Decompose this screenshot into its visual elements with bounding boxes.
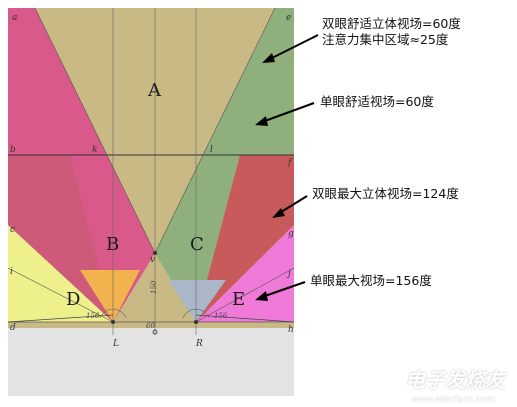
point-label-f: f <box>287 158 293 168</box>
region-d-yellow <box>8 225 113 322</box>
watermark-text: 电子发烧友 <box>405 368 505 392</box>
annotation-binocular-comfort-line1: 双眼舒适立体视场=60度 <box>322 16 461 31</box>
region-label-d: D <box>66 289 80 310</box>
bottom-gray-strip <box>8 328 294 396</box>
eye-point-left <box>111 320 115 324</box>
annotation-monocular-max: 单眼最大视场=156度 <box>310 273 432 288</box>
mid-label-60: 60 <box>146 322 155 330</box>
annotation-binocular-comfort-line2: 注意力集中区域≈25度 <box>322 31 449 47</box>
diagonal-j-r <box>195 267 295 323</box>
angle-label-left: 156 <box>86 312 100 320</box>
region-green-right <box>155 8 294 322</box>
watermark-url: www.elecfans.com <box>411 395 495 405</box>
eye-point-right <box>194 320 198 324</box>
arrow-monocular-max <box>261 281 306 298</box>
region-label-e: E <box>232 289 245 310</box>
center-point <box>152 329 158 335</box>
point-label-l: l <box>210 145 213 155</box>
arrows <box>255 34 319 301</box>
convergence-point <box>153 251 157 255</box>
arrowhead-binocular-comfort <box>262 53 275 63</box>
point-label-r-eye: R <box>195 339 203 349</box>
region-label-a: A <box>147 80 162 101</box>
point-label-b: b <box>10 145 16 155</box>
point-label-c: c <box>10 225 15 235</box>
arrow-binocular-comfort <box>267 34 319 61</box>
arrowhead-monocular-comfort <box>255 116 268 126</box>
point-label-i: i <box>10 267 13 277</box>
region-label-c: C <box>190 234 204 255</box>
point-label-a: a <box>12 13 17 23</box>
point-label-e: e <box>286 13 291 23</box>
region-e-magenta <box>196 225 294 322</box>
point-label-g: g <box>288 229 294 239</box>
mid-label-150: 150 <box>150 280 158 294</box>
annotation-monocular-comfort: 单眼舒适视场=60度 <box>320 94 434 109</box>
diagonal-i-l <box>7 267 114 323</box>
annotation-binocular-max: 双眼最大立体视场=124度 <box>312 186 459 201</box>
arrowhead-binocular-max <box>272 208 285 218</box>
line-h-r <box>195 314 295 323</box>
point-label-l-eye: L <box>112 339 119 349</box>
angle-label-right: 156 <box>214 312 228 320</box>
region-blue-right <box>168 280 226 322</box>
region-orange-left <box>80 270 140 322</box>
diagram-panel: A B C D E a e b k l f c g i j d h L R v … <box>7 7 295 396</box>
angle-arc-left <box>99 308 127 319</box>
arrow-binocular-max <box>277 195 308 215</box>
diagonal-a-v <box>34 7 156 254</box>
point-label-d: d <box>10 323 16 333</box>
angle-arc-right <box>182 308 210 319</box>
point-label-k: k <box>92 145 97 155</box>
arrow-monocular-comfort <box>261 102 315 123</box>
watermark-logo-icon <box>357 369 385 397</box>
region-label-b: B <box>106 234 119 255</box>
annotation-binocular-comfort: 双眼舒适立体视场=60度 注意力集中区域≈25度 <box>322 16 461 47</box>
diagonal-e-v <box>154 7 276 254</box>
arrowhead-monocular-max <box>255 291 268 301</box>
line-d-l <box>7 314 114 323</box>
point-label-h: h <box>288 325 294 335</box>
point-label-j: j <box>286 269 291 279</box>
point-label-v: v <box>150 255 155 265</box>
